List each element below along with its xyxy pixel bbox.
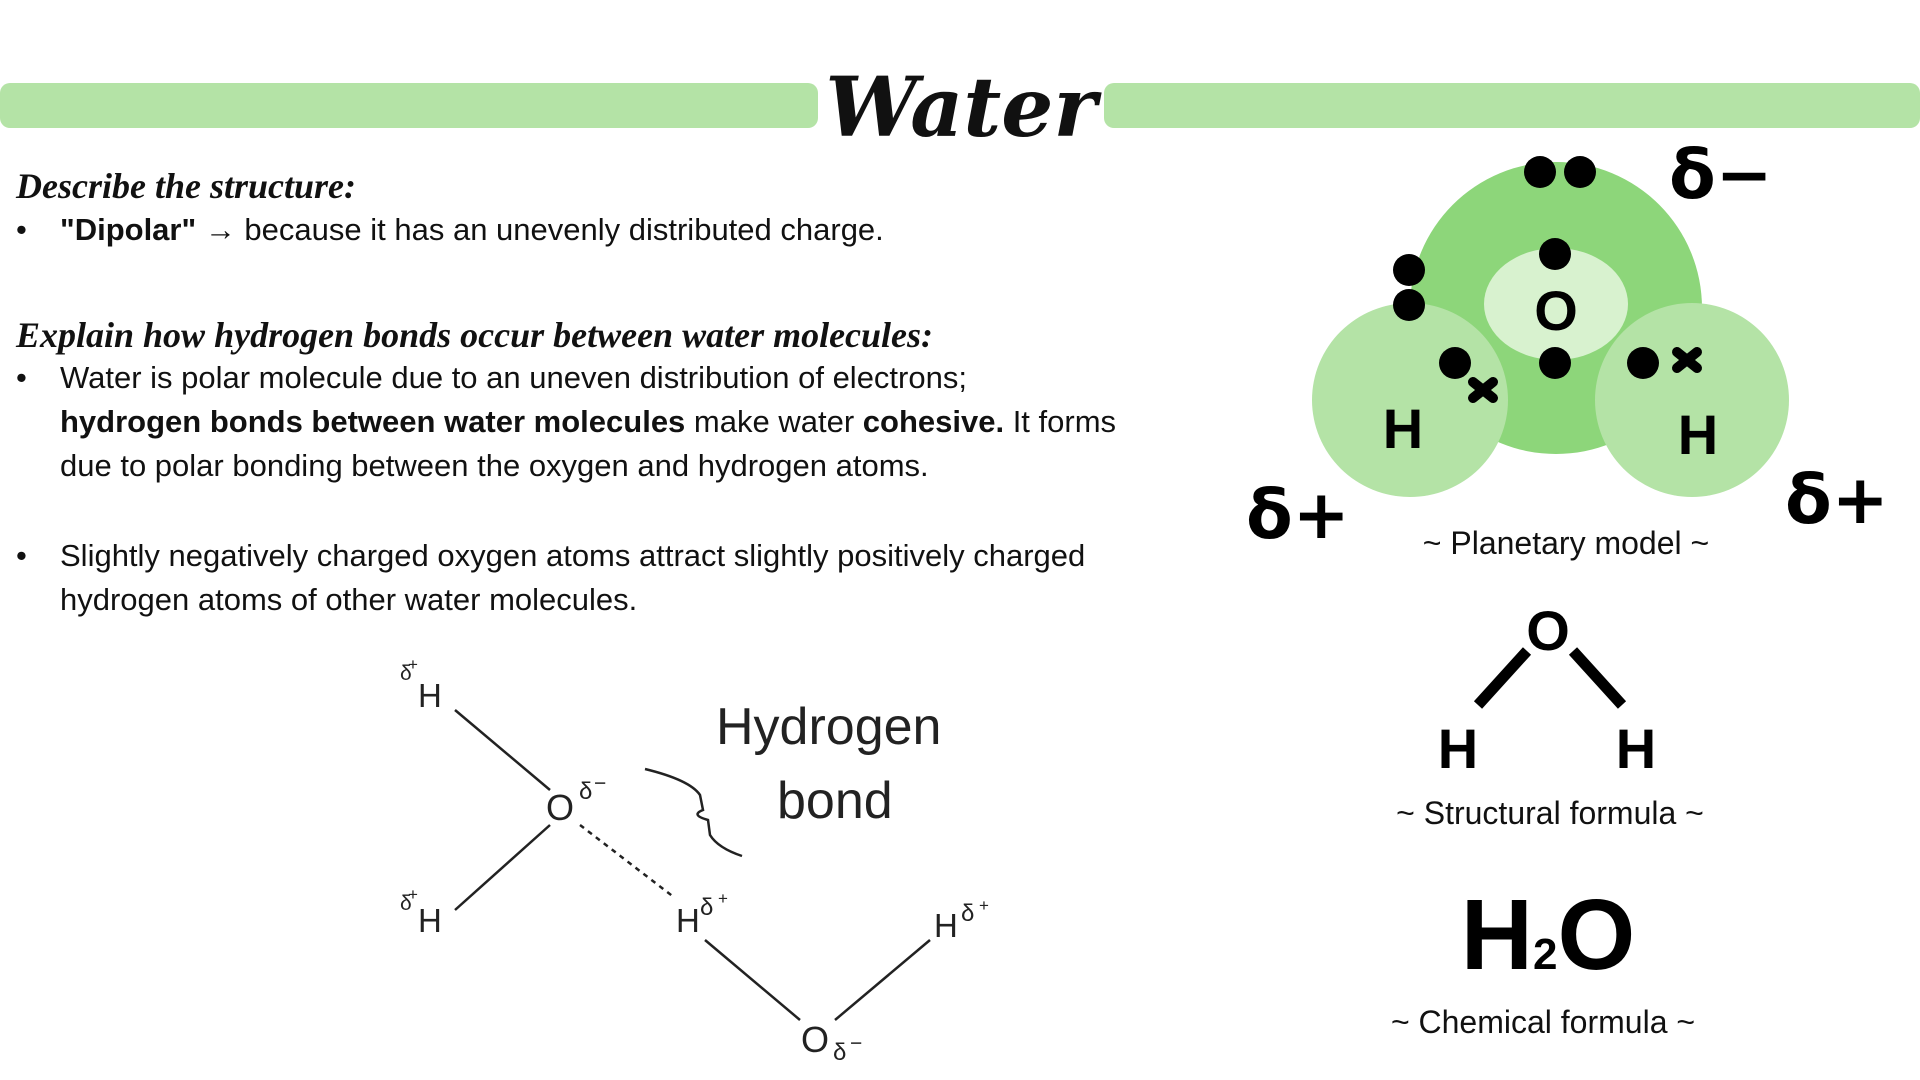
hydrogen-label: H (1383, 397, 1423, 460)
bullet-dot: • (16, 360, 27, 395)
bond-line (454, 824, 551, 911)
chemical-formula-caption: ~ Chemical formula ~ (1390, 1004, 1696, 1040)
delta-plus-label: δ+ (1785, 461, 1889, 540)
oxygen-label: O (1534, 279, 1578, 342)
delta-symbol: δ (961, 900, 974, 927)
oxygen-nucleus (1484, 248, 1628, 360)
hydrogen-bond-brace (644, 767, 743, 858)
arrow-glyph: → (204, 212, 236, 247)
o-atom-label: O (546, 787, 574, 828)
hydrogen-bond-label-line1: Hydrogen (716, 698, 941, 756)
hbond-heading: Explain how hydrogen bonds occur between… (16, 315, 934, 355)
electron (1439, 347, 1471, 379)
structural-hydrogen-left: H (1438, 717, 1478, 780)
formula-h: H (1460, 879, 1533, 991)
dipolar-term: "Dipolar" (60, 212, 197, 247)
delta-symbol: δ (579, 778, 592, 805)
hydrogen-label: H (1678, 403, 1718, 466)
structural-formula-caption: ~ Structural formula ~ (1396, 795, 1704, 831)
delta-plus-label: δ+ (1246, 476, 1350, 555)
electron (1564, 156, 1596, 188)
structural-bond-left (1473, 647, 1532, 709)
bond-line (834, 939, 931, 1021)
bullet-dot: • (16, 538, 27, 573)
electron (1524, 156, 1556, 188)
structural-oxygen: O (1526, 599, 1570, 662)
structural-hydrogen-right: H (1616, 717, 1656, 780)
plus-sign: + (408, 885, 418, 904)
plus-sign: + (408, 655, 418, 674)
formula-o: O (1557, 879, 1636, 991)
planetary-model-caption: ~ Planetary model ~ (1422, 525, 1710, 561)
electron (1627, 347, 1659, 379)
hydrogen-bond-label-line2: bond (777, 772, 893, 830)
formula-subscript: 2 (1532, 930, 1558, 979)
attraction-text: Slightly negatively charged oxygen atoms… (60, 538, 1086, 617)
minus-sign: − (850, 1032, 862, 1055)
delta-symbol: δ (400, 892, 412, 915)
hbond-bullet-1: • Water is polar molecule due to an unev… (16, 356, 1166, 488)
polar-text: Water is polar molecule due to an uneven… (60, 360, 967, 395)
chemical-formula: H2O (1448, 880, 1648, 1010)
electron (1393, 289, 1425, 321)
bond-line (454, 709, 551, 791)
title-bar-right (1104, 83, 1920, 128)
structural-bond-right (1568, 647, 1627, 709)
delta-symbol: δ (700, 894, 713, 921)
delta-minus-label: δ− (1669, 136, 1773, 215)
minus-sign: − (594, 772, 606, 795)
bullet-dot: • (16, 212, 27, 247)
plus-sign: + (718, 889, 728, 908)
h-atom-label: H (418, 677, 442, 714)
electron (1539, 238, 1571, 270)
dipolar-explanation: because it has an unevenly distributed c… (235, 212, 884, 247)
hbond-term: hydrogen bonds between water molecules (60, 404, 686, 439)
title-bar-left (0, 83, 818, 128)
electron (1539, 347, 1571, 379)
structure-heading: Describe the structure: (16, 166, 356, 206)
delta-symbol: δ (833, 1039, 846, 1066)
cohesive-term: cohesive. (862, 404, 1005, 439)
delta-symbol: δ (400, 662, 412, 685)
h-atom-label: H (418, 902, 442, 939)
page-title: Water (825, 60, 1097, 156)
h-atom-label: H (676, 902, 700, 939)
bond-line (704, 939, 801, 1021)
electron (1393, 254, 1425, 286)
structure-bullet: • "Dipolar" → because it has an unevenly… (16, 208, 1166, 252)
hbond-bullet-2: • Slightly negatively charged oxygen ato… (16, 534, 1166, 622)
o-atom-label: O (801, 1019, 829, 1060)
h-atom-label: H (934, 907, 958, 944)
plus-sign: + (979, 896, 989, 915)
